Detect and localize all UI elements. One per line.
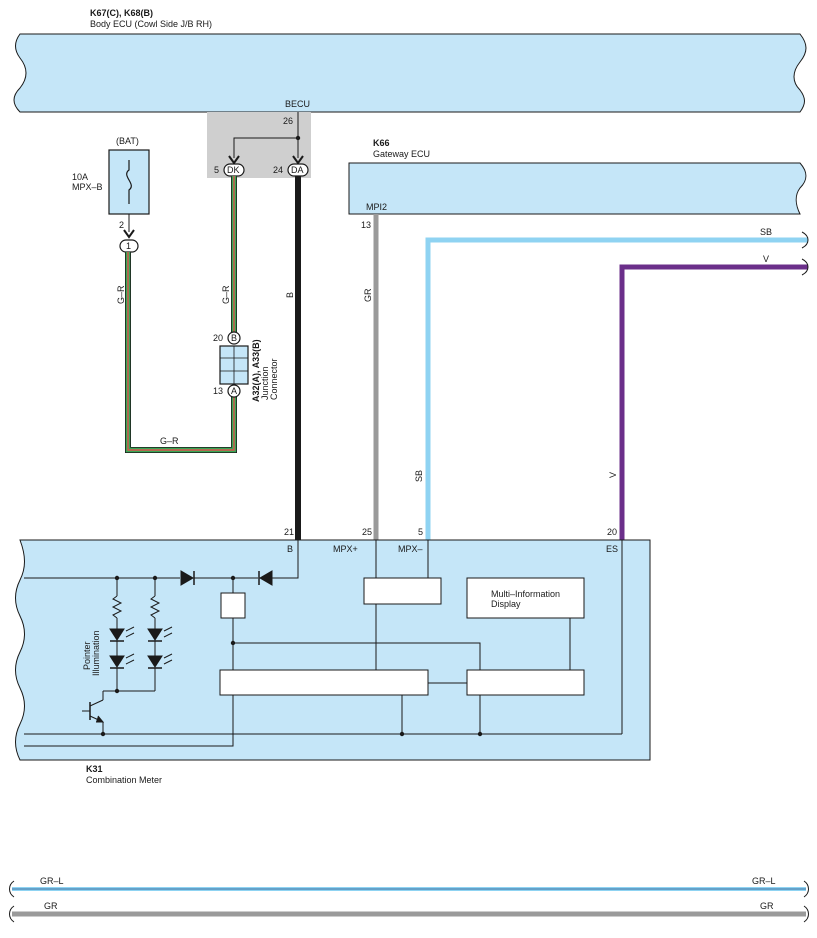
bus-line-gr [9, 905, 809, 923]
meter-code: K31 [86, 764, 103, 774]
meter-name: Combination Meter [86, 775, 162, 785]
bus-label-bottom-left: GR [44, 901, 58, 911]
wire-label-gr-mid: G–R [221, 285, 231, 304]
meter-pointer-label-1: Pointer [82, 641, 92, 670]
gateway-ecu-panel [348, 162, 807, 215]
meter-splice-6 [100, 731, 106, 737]
meter-splice-2 [152, 575, 158, 581]
meter-term-es: ES [606, 544, 618, 554]
gateway-pin: 13 [361, 220, 371, 230]
meter-splice-3 [230, 575, 236, 581]
fuse-arrow-icon [123, 229, 135, 239]
fuse-name: MPX–B [72, 182, 103, 192]
meter-mid-label-1: Multi–Information [491, 589, 560, 599]
junction-pin-b-letter: B [231, 333, 237, 343]
da-label: DA [291, 165, 304, 175]
meter-splice-7 [399, 731, 405, 737]
bat-label: (BAT) [116, 136, 139, 146]
bat-pin: 2 [119, 220, 124, 230]
gateway-name: Gateway ECU [373, 149, 430, 159]
meter-mid-label-2: Display [491, 599, 521, 609]
body-ecu-name: Body ECU (Cowl Side J/B RH) [90, 19, 212, 29]
wire-label-b: B [285, 292, 295, 298]
wire-label-gr-left: G–R [116, 285, 126, 304]
bus-line-gr-l [9, 880, 809, 898]
junction-pin-a-letter: A [231, 386, 237, 396]
meter-internal-circuit [24, 540, 623, 747]
meter-splice-5 [230, 640, 236, 646]
meter-splice-8 [477, 731, 483, 737]
wire-label-gr: GR [363, 288, 373, 302]
body-ecu-panel [13, 33, 807, 113]
wire-label-sb-vert: SB [414, 470, 424, 482]
dk-pin: 5 [214, 165, 219, 175]
da-arrow-icon [292, 155, 304, 165]
wire-label-gr-bottom: G–R [160, 436, 179, 446]
bus-label-top-left: GR–L [40, 876, 64, 886]
meter-pin-es: 20 [607, 527, 617, 537]
dk-label: DK [227, 165, 240, 175]
bus-label-top-right: GR–L [752, 876, 776, 886]
junction-pin-a [227, 384, 241, 398]
meter-term-mpxp: MPX+ [333, 544, 358, 554]
junction-name-2: Connector [269, 358, 279, 400]
bus-label-bottom-right: GR [760, 901, 774, 911]
da-pin: 24 [273, 165, 283, 175]
junction-pin-b [227, 331, 241, 345]
body-ecu-code: K67(C), K68(B) [90, 8, 153, 18]
bat-connector-label: 1 [126, 241, 131, 251]
dk-arrow-icon [228, 155, 240, 165]
combination-meter-panel [15, 539, 651, 761]
gateway-code: K66 [373, 138, 390, 148]
meter-splice-4 [114, 688, 120, 694]
meter-pointer-label-2: Illumination [91, 630, 101, 676]
gateway-terminal: MPI2 [366, 202, 387, 212]
meter-pin-b: 21 [284, 527, 294, 537]
meter-pin-mpxp: 25 [362, 527, 372, 537]
junction-pin-b-num: 20 [213, 333, 223, 343]
wire-label-v-right: V [763, 254, 769, 264]
wire-v-break [801, 258, 809, 276]
wire-label-v-vert: V [608, 472, 618, 478]
becu-terminal: BECU [285, 99, 310, 109]
wire-v [619, 264, 808, 540]
fuse-icon [126, 160, 132, 204]
becu-pin: 26 [283, 116, 293, 126]
junction-name-1: Junction [260, 366, 270, 400]
meter-pin-mpxn: 5 [418, 527, 423, 537]
meter-splice-1 [114, 575, 120, 581]
wire-sb [425, 237, 808, 540]
meter-term-mpxn: MPX– [398, 544, 423, 554]
wire-g-r [125, 176, 237, 453]
meter-term-b: B [287, 544, 293, 554]
wire-label-sb-right: SB [760, 227, 772, 237]
junction-pin-a-num: 13 [213, 386, 223, 396]
becu-branch [233, 137, 298, 158]
fuse-box [108, 149, 150, 215]
wire-sb-break [801, 231, 809, 249]
fuse-rating: 10A [72, 172, 88, 182]
junction-code: A32(A), A33(B) [251, 339, 261, 402]
